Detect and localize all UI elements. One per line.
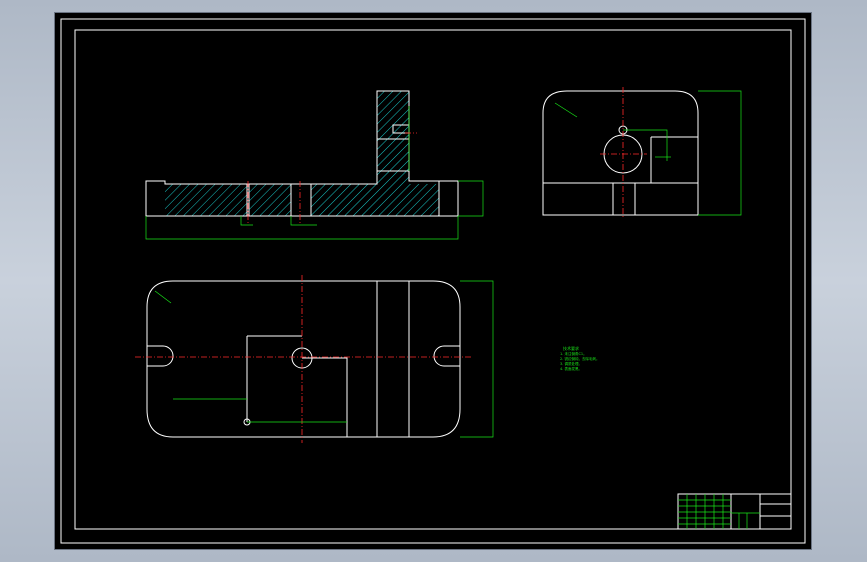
title-block — [677, 493, 792, 530]
note-line: 4. 表面发黑。 — [560, 366, 582, 371]
sheet-outer-border — [60, 18, 806, 544]
sheet-inner-border — [74, 29, 792, 530]
cad-viewport[interactable]: 技术要求 1. 未注倒角C1。 2. 锐边倒钝，去除毛刺。 3. 调质处理。 4… — [55, 13, 811, 549]
side-view — [542, 87, 742, 219]
note-line: 1. 未注倒角C1。 — [560, 351, 587, 356]
drawing-canvas: 技术要求 1. 未注倒角C1。 2. 锐边倒钝，去除毛刺。 3. 调质处理。 4… — [60, 18, 806, 544]
top-plan-view — [135, 275, 494, 443]
notes-title: 技术要求 — [563, 345, 579, 351]
technical-notes: 技术要求 1. 未注倒角C1。 2. 锐边倒钝，去除毛刺。 3. 调质处理。 4… — [560, 345, 599, 371]
note-line: 2. 锐边倒钝，去除毛刺。 — [560, 356, 599, 361]
note-line: 3. 调质处理。 — [560, 361, 582, 366]
front-section-view — [145, 90, 484, 240]
